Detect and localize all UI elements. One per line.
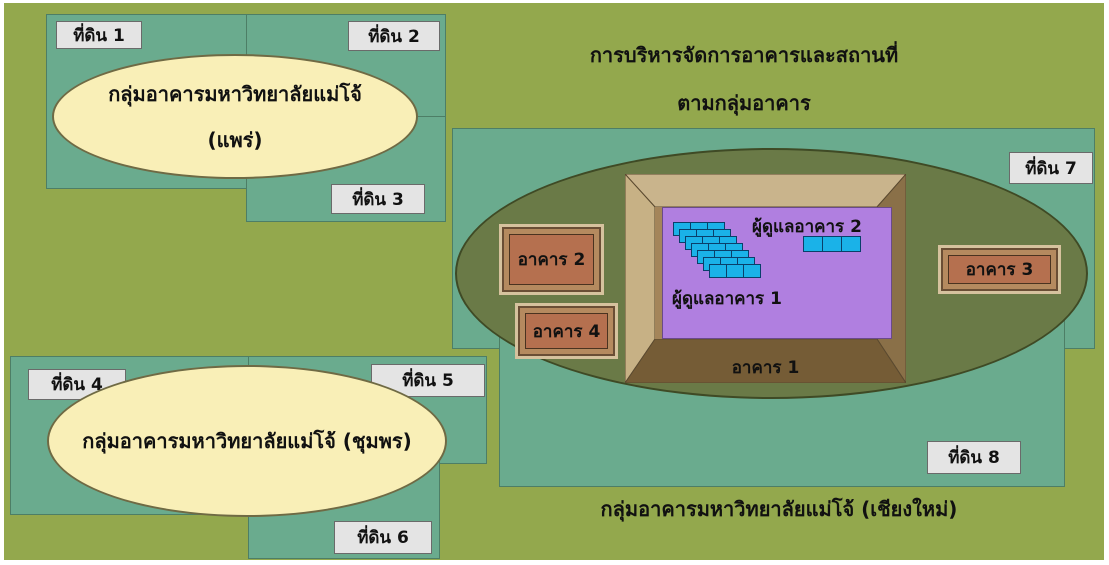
group-ellipse-chumphon: กลุ่มอาคารมหาวิทยาลัยแม่โจ้ (ชุมพร) [47, 365, 447, 517]
diagram-canvas: ที่ดิน 1 ที่ดิน 2 ที่ดิน 3 กลุ่มอาคารมหา… [4, 3, 1104, 560]
group-title-chumphon: กลุ่มอาคารมหาวิทยาลัยแม่โจ้ (ชุมพร) [82, 429, 412, 453]
group-title-phrae-line1: กลุ่มอาคารมหาวิทยาลัยแม่โจ้ [108, 81, 362, 106]
staff-2-label: ผู้ดูแลอาคาร 2 [752, 217, 862, 237]
building-2-label: อาคาร 2 [509, 234, 594, 285]
group-title-phrae-line2: (แพร่) [207, 127, 263, 152]
building-1-label: อาคาร 1 [731, 358, 800, 378]
diagram-title-line2: ตามกลุ่มอาคาร [677, 91, 811, 115]
land-label-6: ที่ดิน 6 [334, 521, 432, 554]
land-label-2: ที่ดิน 2 [348, 21, 440, 51]
building-4: อาคาร 4 [515, 303, 618, 359]
building-3-label: อาคาร 3 [948, 255, 1051, 284]
building-1-interior [662, 207, 892, 339]
diagram-title-line1: การบริหารจัดการอาคารและสถานที่ [589, 43, 899, 67]
land-label-8: ที่ดิน 8 [927, 441, 1021, 474]
land-label-1: ที่ดิน 1 [56, 21, 142, 49]
staff-2-cell [841, 236, 861, 252]
staff-1-label: ผู้ดูแลอาคาร 1 [672, 289, 782, 309]
staff-1-cell [743, 264, 761, 278]
building-3: อาคาร 3 [938, 245, 1061, 294]
group-ellipse-phrae: กลุ่มอาคารมหาวิทยาลัยแม่โจ้ (แพร่) [52, 54, 418, 179]
land-label-7: ที่ดิน 7 [1009, 152, 1093, 184]
land-label-3: ที่ดิน 3 [331, 184, 425, 214]
staff-1-cell [726, 264, 744, 278]
building-2: อาคาร 2 [499, 224, 604, 295]
building-4-label: อาคาร 4 [525, 313, 608, 349]
group-title-chiangmai: กลุ่มอาคารมหาวิทยาลัยแม่โจ้ (เชียงใหม่) [600, 497, 958, 521]
staff-1-cell [709, 264, 727, 278]
